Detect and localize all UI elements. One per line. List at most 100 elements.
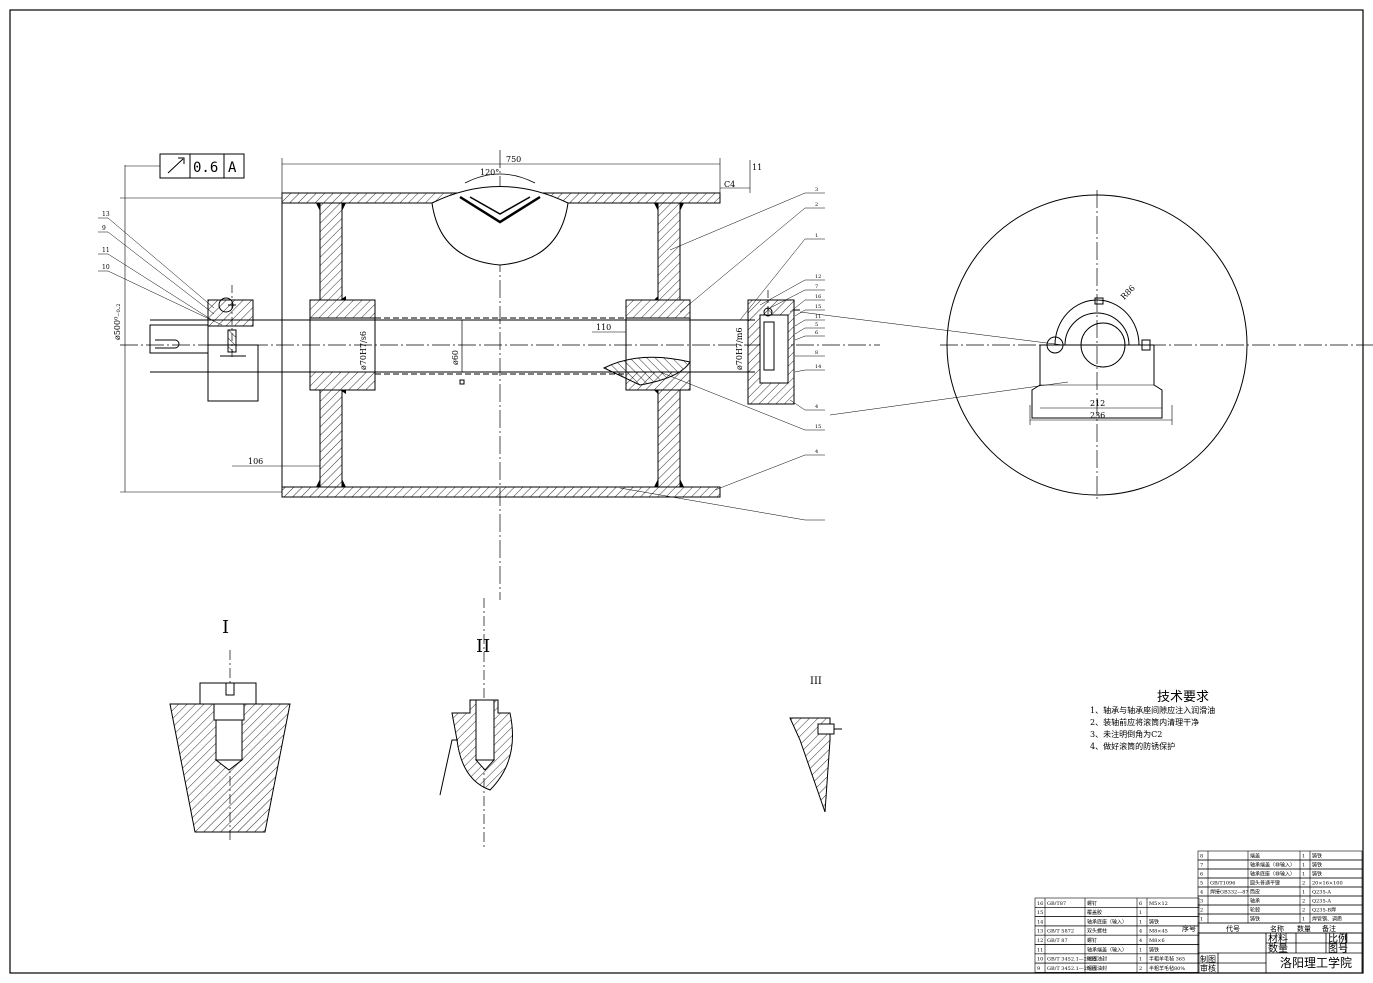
view-label-i: I [222,617,229,638]
detail-view-ii [439,598,513,850]
title-block-text: 材料 数量 比例 图号 制图 审核 洛阳理工学院 [1200,932,1352,973]
dim-c4: C4 [724,180,735,189]
bom-lower-cell: 轴承底座（输入） [1087,918,1127,925]
bom-lower-cell: 6 [1139,901,1142,907]
tb-drawing-no: 图号 [1328,943,1348,955]
leader-right-labels: 3 2 1 12 7 16 15 11 5 6 8 14 4 15 4 [815,187,821,455]
leader-left-11: 11 [102,247,110,254]
leader-right-14: 14 [815,364,821,370]
bom-header-qty: 数量 [1297,924,1311,933]
dim-bore1: ø70H7/s6 [359,331,368,370]
bom-lower-cell: 螺钉 [1087,937,1097,944]
bom-lower-cell: GB/T 87 [1047,938,1068,944]
bom-upper-cell: 7 [1200,863,1203,869]
bom-upper-cell: 5 [1200,881,1203,887]
bom-upper-cell: 1 [1302,872,1305,878]
view-label-iii: III [810,676,822,687]
fcf-datum: A [228,160,237,176]
bom-upper-cell: Q235-A [1312,899,1331,905]
bom-lower-cell: 16 [1037,901,1043,907]
tech-item-1: 1、轴承与轴承座间隙应注入润滑油 [1090,705,1215,715]
bom-lower-cell: 半粗羊毛毡80% [1149,965,1185,972]
bom-lower-cell: 短圈油封 [1087,956,1107,963]
bom-upper-cell: 6 [1200,872,1203,878]
dim-11: 11 [752,163,762,172]
tech-requirements: 技术要求 1、轴承与轴承座间隙应注入润滑油 2、装轴前应将滚筒内清理干净 3、未… [1090,690,1215,751]
detail-view-iii [789,717,842,813]
bom-lower-cell: 铸铁 [1149,918,1159,925]
bom-header-name: 名称 [1270,924,1284,933]
tb-material: 材料 [1268,932,1288,945]
bom-upper-cell: 轴承底座（非输入） [1250,871,1295,878]
bom-lower-cell: GB/T 3452.1—2005 [1047,966,1097,972]
bom-upper-cell: 焊接GB332—87 [1210,889,1249,896]
bom-lower-cell: M8×45 [1149,929,1168,935]
bom-header-note: 备注 [1322,924,1336,933]
bom-upper-cell: 轴承 [1250,898,1260,905]
leader-right-6: 6 [815,330,818,336]
bom-lower-cell: GB/T87 [1047,901,1066,907]
leader-right-7: 7 [815,284,818,290]
leader-right-4a: 4 [815,404,818,410]
bom-lower-cell: 2 [1139,966,1142,972]
bom-lower-cell: 半粗羊毛毡 365 [1149,956,1185,963]
tb-checked: 审核 [1200,963,1216,973]
bom-upper-cell: 8 [1200,854,1203,860]
feature-control-frame: 0.6 A [125,153,245,179]
bom-lower-cell: 覆盖胶 [1087,909,1102,916]
leader-right-4b: 4 [815,449,818,455]
leader-right-16: 16 [815,294,821,300]
dim-r86: R86 [1119,284,1137,302]
bom-upper-cell: 铸铁 [1312,853,1322,860]
drawing-border [9,9,1364,974]
tech-item-2: 2、装轴前应将滚筒内清理干净 [1090,717,1199,727]
bom-upper-cell: Q235-B焊 [1312,907,1336,914]
bom-lower-cell: 4 [1139,938,1142,944]
bom-upper-cell: 2 [1200,908,1203,914]
leader-right-1: 1 [815,233,818,239]
bom-lower-cell: 1 [1139,957,1142,963]
bom-upper-cell: 20×16×100 [1312,881,1343,887]
bom-upper-cell: 1 [1302,863,1305,869]
bom-header-code: 代号 [1226,924,1240,933]
dim-236: 236 [1090,411,1105,420]
bom-upper-cell: 2 [1302,881,1305,887]
leader-left-10: 10 [102,264,110,271]
dimension-labels: 750 120° C4 11 ø500⁰₋₀.₂ 110 106 ø60 ø70… [113,155,762,466]
dim-212: 212 [1090,399,1105,408]
bom-upper-cell: 圆头普通平键 [1250,880,1280,887]
dim-750: 750 [506,155,521,164]
leader-right-8: 8 [815,350,818,356]
bom-lower-cell: 1 [1139,947,1142,953]
bom-upper-cell: 1 [1200,917,1203,923]
view-label-ii: II [476,636,490,657]
leader-right-3: 3 [815,187,818,193]
leader-left-9: 9 [102,225,106,232]
bom-lower-cell: 13 [1037,929,1043,935]
bom-lower-cell: 双头螺柱 [1087,928,1107,935]
bom-upper-cell: 1 [1302,917,1305,923]
leader-left-labels: 13 9 11 10 [102,211,110,271]
bom-header: 序号 代号 名称 数量 备注 [1182,922,1363,934]
bom-lower-cell: 4 [1139,929,1142,935]
bom-lower-cell: GB/T 3452.1—2005 [1047,957,1097,963]
bom-lower-cell: 螺钉 [1087,900,1097,907]
bom-header-no: 序号 [1182,924,1196,933]
bom-upper-cell: 2 [1302,908,1305,914]
bom-upper-cell: 筒皮 [1250,889,1260,896]
bom-lower-cell: 1 [1139,919,1142,925]
tb-drawn: 制图 [1200,954,1216,964]
bom-upper-cell: 铸铁 [1312,862,1322,869]
bom-lower-cell: 12 [1037,938,1043,944]
tech-item-3: 3、未注明倒角为C2 [1090,729,1162,739]
tb-quantity: 数量 [1268,942,1288,955]
dim-106: 106 [248,457,263,466]
bom-lower-cell: 1 [1139,910,1142,916]
bom-upper-cell: 铸铁 [1250,916,1260,923]
leaders-right [619,192,825,521]
dim-phi60: ø60 [451,350,460,365]
bom-lower-cell: 短圈油封 [1087,965,1107,972]
bom-lower-cell: 10 [1037,957,1043,963]
fcf-tolerance: 0.6 [193,160,218,176]
